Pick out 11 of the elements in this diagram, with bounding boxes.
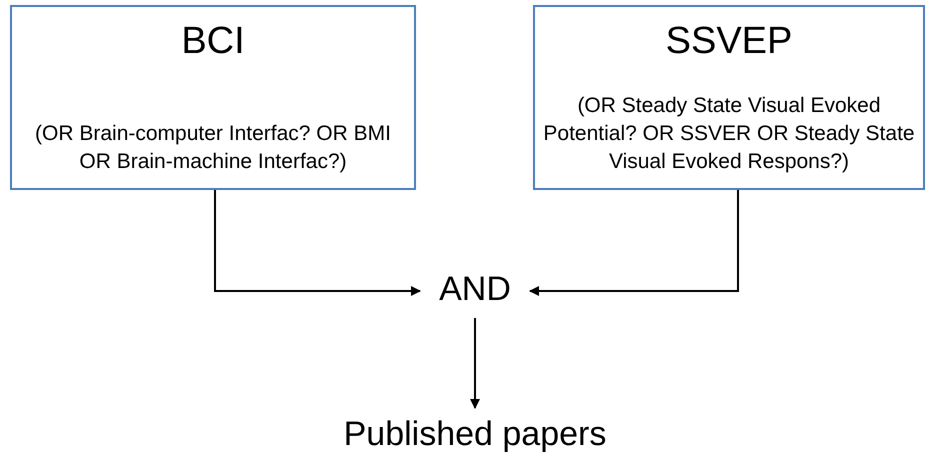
arrow	[214, 190, 421, 296]
box-title: BCI	[181, 19, 245, 63]
box-title: SSVEP	[666, 19, 792, 63]
box-description: (OR Steady State Visual Evoked Potential? OR SSVER OR Steady State Visual Evoked Respons?)	[543, 93, 915, 175]
box-description: (OR Brain-computer Interfac? OR BMI OR Brain-machine Interfac?)	[34, 121, 392, 175]
arrow	[470, 318, 480, 409]
arrow	[529, 190, 739, 296]
node-label: AND	[439, 269, 511, 310]
term-box	[10, 5, 416, 190]
node-label: Published papers	[344, 414, 606, 455]
term-box	[533, 5, 925, 190]
